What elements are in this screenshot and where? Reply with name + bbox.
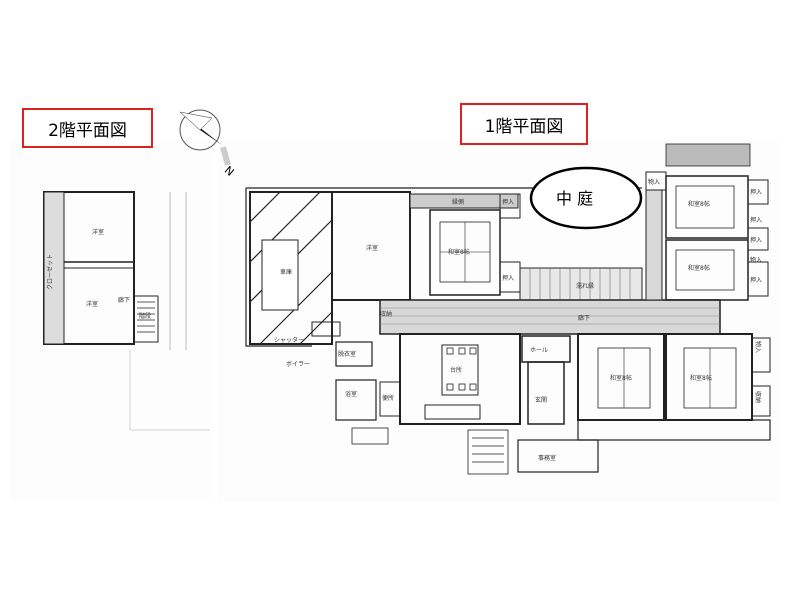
oshiire-3-label: 押入 bbox=[750, 188, 762, 196]
closet-1-label: 物入 bbox=[648, 178, 660, 186]
toilet-label: 便所 bbox=[382, 394, 394, 402]
floor2-hall-label: 廊下 bbox=[118, 296, 130, 304]
floor2-title-text: 2階平面図 bbox=[48, 120, 127, 141]
compass-icon bbox=[179, 109, 231, 166]
office-label: 事務室 bbox=[538, 454, 556, 462]
floor2-plan bbox=[43, 191, 210, 431]
oshiire-4-label: 押入 bbox=[750, 236, 762, 244]
japanese-room-e-label: 和室8帖 bbox=[688, 264, 710, 272]
oshiire-6-label: 押入 bbox=[750, 216, 762, 224]
floor2-title: 2階平面図 bbox=[22, 108, 153, 148]
japanese-room-c-label: 和室8帖 bbox=[690, 374, 712, 382]
western-room-label: 洋室 bbox=[366, 244, 378, 252]
floor2-stair-label: 階段 bbox=[139, 312, 151, 320]
japanese-room-b-label: 和室8帖 bbox=[610, 374, 632, 382]
japanese-room-a-label: 和室8帖 bbox=[448, 248, 470, 256]
corridor-label: 廊下 bbox=[578, 314, 590, 322]
floor2-sheet bbox=[10, 140, 210, 500]
floor1-title-text: 1階平面図 bbox=[484, 116, 564, 137]
closet-2-label: 物入 bbox=[750, 256, 762, 264]
shutter-label: シャッター bbox=[274, 336, 304, 344]
japanese-room-d-label: 和室8帖 bbox=[688, 200, 710, 208]
floor2-room-upper-label: 洋室 bbox=[92, 228, 104, 236]
floor1-title: 1階平面図 bbox=[460, 103, 588, 145]
floor2-side-label: クローゼット bbox=[46, 254, 54, 290]
kitchen-label: 台所 bbox=[450, 366, 462, 374]
closet-3-label: 物入 bbox=[754, 341, 762, 353]
oshiire-1-label: 押入 bbox=[502, 198, 514, 206]
closet-4-label: 収納 bbox=[754, 391, 762, 403]
dressing-label: 脱衣室 bbox=[338, 350, 356, 358]
closet-5-label: 収納 bbox=[380, 310, 392, 318]
nurewen-label: 濡れ縁 bbox=[576, 282, 594, 290]
courtyard-label: 中 庭 bbox=[556, 189, 593, 208]
boiler-label: ボイラー bbox=[286, 360, 310, 368]
floor1-plan bbox=[245, 143, 771, 475]
oshiire-5-label: 押入 bbox=[750, 276, 762, 284]
garage-label: 車庫 bbox=[280, 268, 292, 276]
oshiire-2-label: 押入 bbox=[502, 274, 514, 282]
genkan-label: 玄関 bbox=[535, 396, 547, 404]
engawa-label: 縁側 bbox=[452, 198, 464, 206]
courtyard-marker bbox=[529, 166, 643, 230]
hall-label: ホール bbox=[530, 347, 548, 354]
bath-label: 浴室 bbox=[345, 390, 357, 398]
floor2-room-lower-label: 洋室 bbox=[86, 300, 98, 308]
